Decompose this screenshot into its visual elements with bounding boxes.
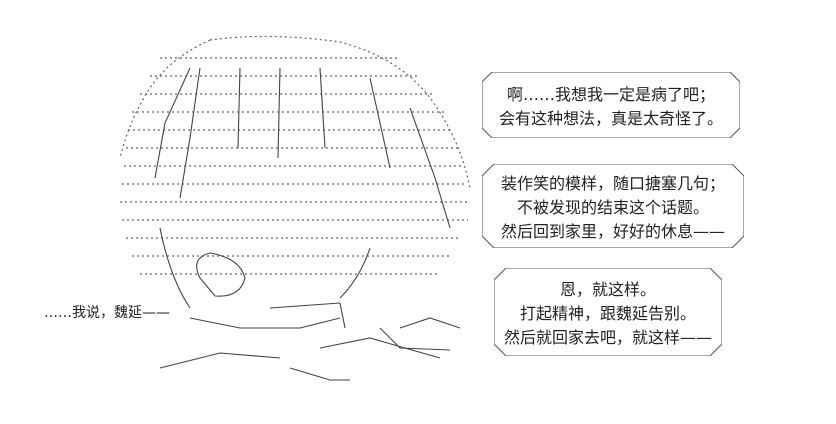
bubble-3-line-1: 恩，就这样。 <box>559 280 656 299</box>
speech-bubble-2: 装作笑的模样，随口搪塞几句； 不被发现的结束这个话题。 然后回到家里，好好的休息… <box>482 164 744 248</box>
bubble-1-line-2: 会有这种想法，真是太奇怪了。 <box>498 109 723 128</box>
bubble-3-line-2: 打起精神，跟魏延告别。 <box>519 304 696 323</box>
bubble-1-line-1: 啊……我想我一定是病了吧； <box>506 85 715 104</box>
ascii-art-drawing <box>119 35 471 381</box>
bubble-2-line-2: 不被发现的结束这个话题。 <box>516 198 709 217</box>
speaker-line: ……我说，魏延—— <box>44 305 170 321</box>
bubble-1-frame <box>482 72 740 138</box>
bubble-2-frame <box>482 164 744 248</box>
bubble-3-frame <box>494 268 722 356</box>
speech-bubble-3: 恩，就这样。 打起精神，跟魏延告别。 然后就回家去吧，就这样—— <box>494 268 722 356</box>
bubble-3-line-3: 然后就回家去吧，就这样—— <box>503 328 712 347</box>
bubble-2-line-1: 装作笑的模样，随口搪塞几句； <box>500 174 725 193</box>
speech-bubble-1: 啊……我想我一定是病了吧； 会有这种想法，真是太奇怪了。 <box>482 72 740 138</box>
bubble-2-line-3: 然后回到家里，好好的休息—— <box>500 222 725 241</box>
ascii-art-figure <box>40 28 480 388</box>
